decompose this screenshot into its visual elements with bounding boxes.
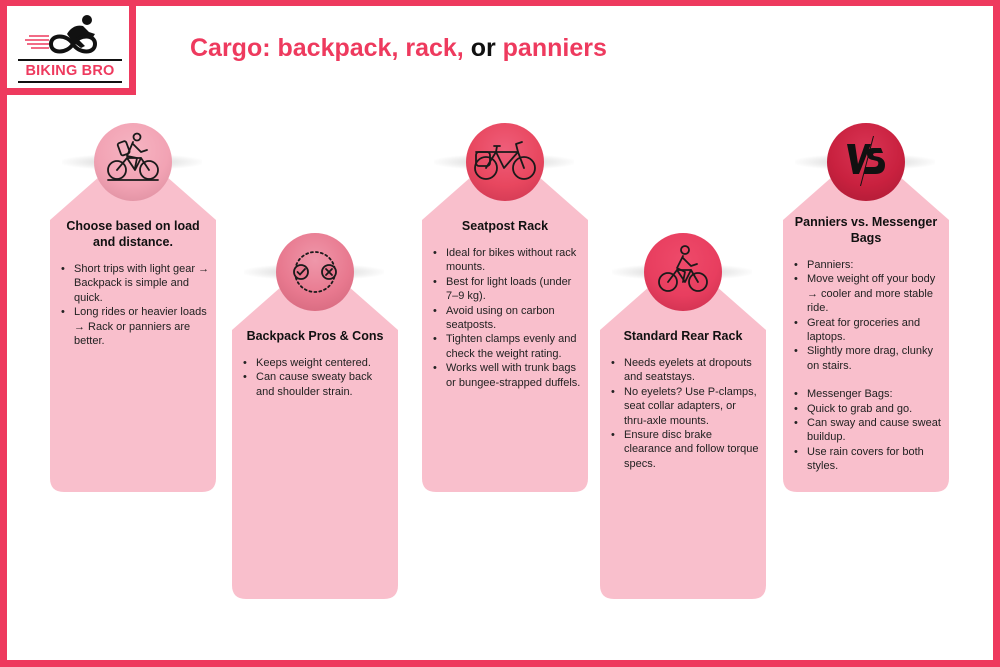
title-part-3: panniers bbox=[502, 34, 607, 62]
list-item: Quick to grab and go. bbox=[793, 402, 943, 417]
card-list: Short trips with light gear → Backpack i… bbox=[50, 262, 216, 348]
list-item: Messenger Bags: bbox=[793, 387, 943, 402]
list-item: Ensure disc brake clearance and follow t… bbox=[610, 428, 760, 471]
card-backpack-pros-cons: Backpack Pros & Cons Keeps weight center… bbox=[232, 230, 398, 599]
list-item: Long rides or heavier loads → Rack or pa… bbox=[60, 305, 210, 348]
list-item: Tighten clamps evenly and check the weig… bbox=[432, 332, 582, 361]
title-part-2: or bbox=[470, 34, 496, 62]
card-list: Keeps weight centered. Can cause sweaty … bbox=[232, 356, 398, 399]
card-title: Panniers vs. Messenger Bags bbox=[794, 215, 938, 245]
page-title: Cargo: backpack, rack, or panniers bbox=[190, 34, 607, 63]
list-item: Great for groceries and laptops. bbox=[793, 316, 943, 345]
card-title: Choose based on load and distance. bbox=[66, 219, 200, 249]
card-list: Ideal for bikes without rack mounts. Bes… bbox=[422, 246, 588, 390]
title-part-1: Cargo: backpack, rack, bbox=[190, 34, 464, 62]
card-load-distance: Choose based on load and distance. Short… bbox=[50, 120, 216, 492]
list-item: Needs eyelets at dropouts and seatstays. bbox=[610, 356, 760, 385]
list-item: No eyelets? Use P-clamps, seat collar ad… bbox=[610, 385, 760, 428]
logo-box: BIKING BRO bbox=[0, 0, 136, 95]
card-title: Standard Rear Rack bbox=[623, 329, 743, 343]
card-seatpost-rack: Seatpost Rack Ideal for bikes without ra… bbox=[422, 120, 588, 492]
card-standard-rear-rack: Standard Rear Rack Needs eyelets at drop… bbox=[600, 230, 766, 599]
list-item: Can sway and cause sweat buildup. bbox=[793, 416, 943, 445]
card-list: Panniers: Move weight off your body → co… bbox=[783, 258, 949, 474]
card-list: Needs eyelets at dropouts and seatstays.… bbox=[600, 356, 766, 471]
card-body: Choose based on load and distance. Short… bbox=[50, 218, 216, 348]
card-title: Seatpost Rack bbox=[461, 219, 549, 233]
pros-cons-check-x-icon bbox=[293, 251, 337, 293]
icon-circle bbox=[276, 233, 354, 311]
list-item: Keeps weight centered. bbox=[242, 356, 392, 371]
list-spacer bbox=[793, 373, 943, 387]
list-item: Can cause sweaty back and shoulder strai… bbox=[242, 370, 392, 399]
card-title: Backpack Pros & Cons bbox=[246, 329, 384, 343]
cyclist-with-backpack-icon bbox=[107, 132, 159, 181]
list-item: Move weight off your body → cooler and m… bbox=[793, 272, 943, 315]
logo-divider-bottom bbox=[18, 81, 122, 83]
card-body: Panniers vs. Messenger Bags Panniers: Mo… bbox=[783, 214, 949, 474]
bike-with-pannier-icon bbox=[474, 141, 536, 180]
card-panniers-vs-messenger: Panniers vs. Messenger Bags Panniers: Mo… bbox=[783, 120, 949, 492]
brand-name: BIKING BRO bbox=[25, 63, 115, 79]
list-item: Works well with trunk bags or bungee-str… bbox=[432, 361, 582, 390]
list-item: Best for light loads (under 7–9 kg). bbox=[432, 275, 582, 304]
card-body: Backpack Pros & Cons Keeps weight center… bbox=[232, 328, 398, 399]
list-item: Slightly more drag, clunky on stairs. bbox=[793, 344, 943, 373]
icon-circle bbox=[827, 123, 905, 201]
icon-circle bbox=[466, 123, 544, 201]
card-body: Standard Rear Rack Needs eyelets at drop… bbox=[600, 328, 766, 471]
cyclist-icon bbox=[658, 245, 708, 292]
versus-icon bbox=[847, 136, 885, 186]
list-item: Avoid using on carbon seatposts. bbox=[432, 304, 582, 333]
list-item: Short trips with light gear → Backpack i… bbox=[60, 262, 210, 305]
list-item: Panniers: bbox=[793, 258, 943, 273]
list-item: Use rain covers for both styles. bbox=[793, 445, 943, 474]
card-body: Seatpost Rack Ideal for bikes without ra… bbox=[422, 218, 588, 390]
logo-divider-top bbox=[18, 59, 122, 61]
list-item: Ideal for bikes without rack mounts. bbox=[432, 246, 582, 275]
cyclist-infinity-logo-icon bbox=[25, 15, 98, 54]
